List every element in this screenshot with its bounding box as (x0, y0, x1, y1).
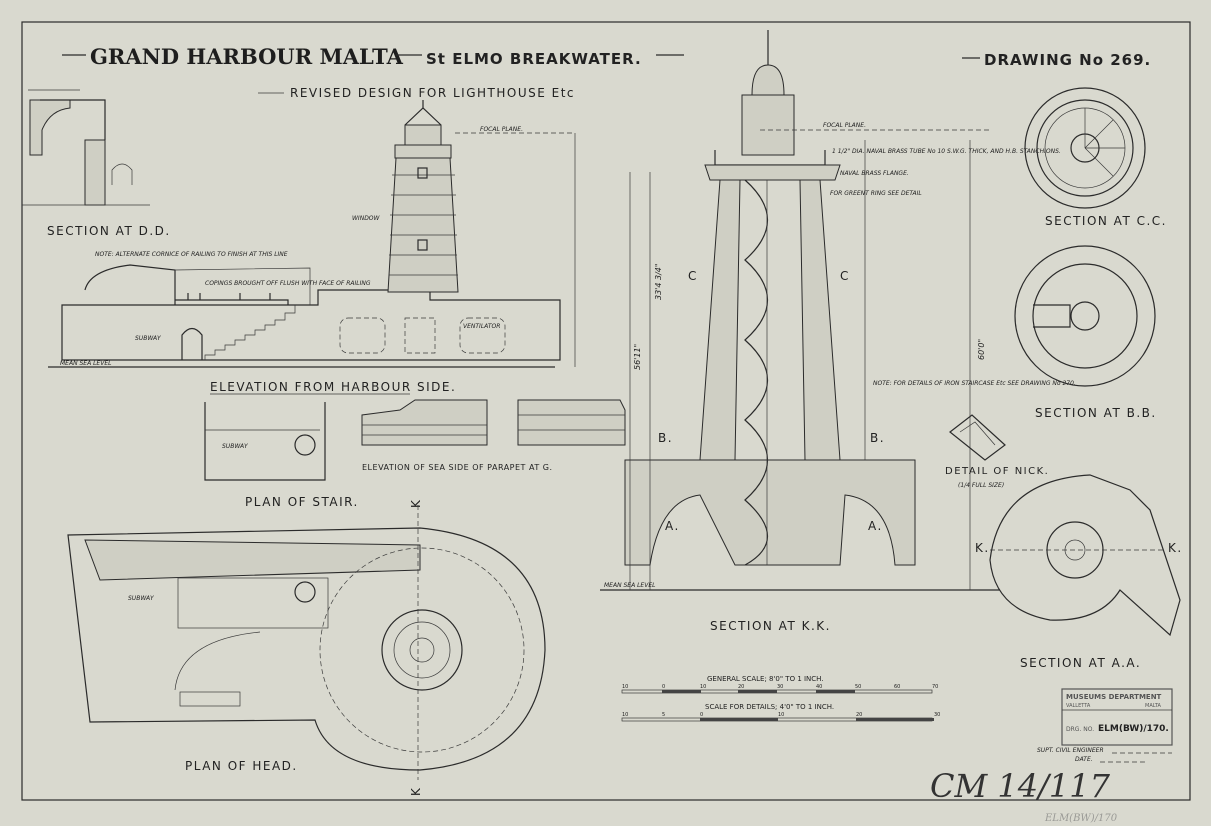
stamp-drg-value: ELM(BW)/170. (1098, 724, 1169, 734)
stamp-drg-label: DRG. NO. (1066, 726, 1094, 733)
label-subway: SUBWAY (135, 335, 162, 342)
title-block: GRAND HARBOUR MALTA St ELMO BREAKWATER. … (62, 44, 1151, 100)
label-mean-sea-level: MEAN SEA LEVEL (60, 360, 111, 367)
dim-56: 56'11" (633, 344, 642, 370)
section-dd: SECTION AT D.D. (22, 89, 171, 238)
plan-of-stair: SUBWAY PLAN OF STAIR. (204, 402, 359, 509)
caption-section-bb: SECTION AT B.B. (1035, 406, 1157, 420)
dim-33: 33'4 3/4" (654, 263, 663, 300)
general-tick: 40 (816, 684, 822, 690)
details-tick: 20 (856, 712, 862, 718)
caption-section-cc: SECTION AT C.C. (1045, 214, 1167, 228)
plan-of-head: SUBWAY K K PLAN OF HEAD. (67, 499, 546, 796)
scale-bars: GENERAL SCALE; 8'0" TO 1 INCH. SCALE FOR… (621, 675, 940, 722)
caption-section-dd: SECTION AT D.D. (47, 224, 171, 238)
mark-k-bottom: K (409, 787, 423, 796)
mark-k-top: K (409, 499, 423, 508)
elevation-harbour-side: FOCAL PLANE. WINDOW NOTE: ALTERNATE CORN… (48, 100, 576, 395)
detail-nick-scale: (1/4 FULL SIZE) (958, 482, 1004, 489)
section-bb: SECTION AT B.B. (1014, 245, 1157, 420)
details-scale-label: SCALE FOR DETAILS; 4'0" TO 1 INCH. (705, 703, 834, 711)
mark-b-right: B. (870, 431, 885, 445)
general-tick: 50 (855, 684, 861, 690)
caption-plan-stair: PLAN OF STAIR. (245, 495, 359, 509)
label-focal-plane: FOCAL PLANE. (480, 126, 523, 133)
stamp-country: MALTA (1145, 703, 1161, 709)
mark-b-left: B. (658, 431, 673, 445)
caption-section-kk: SECTION AT K.K. (710, 619, 831, 633)
stamp-city: VALLETTA (1066, 703, 1091, 709)
general-tick: 0 (662, 684, 665, 690)
caption-elevation-harbour: ELEVATION FROM HARBOUR SIDE. (210, 380, 456, 394)
general-tick: 70 (932, 684, 938, 690)
general-scale-label: GENERAL SCALE; 8'0" TO 1 INCH. (707, 675, 824, 683)
dim-60: 60'0" (977, 339, 986, 360)
parapet-elevation: ELEVATION OF SEA SIDE OF PARAPET AT G. (361, 399, 626, 472)
note-iron-staircase: NOTE: FOR DETAILS OF IRON STAIRCASE Etc … (873, 380, 1076, 387)
caption-parapet: ELEVATION OF SEA SIDE OF PARAPET AT G. (362, 463, 553, 472)
stamp-department: MUSEUMS DEPARTMENT (1066, 693, 1162, 701)
note-coping: COPINGS BROUGHT OFF FLUSH WITH FACE OF R… (205, 280, 371, 287)
handwritten-reference: CM 14/117 (930, 767, 1111, 805)
general-tick: 10 (700, 684, 706, 690)
note-cornice: NOTE: ALTERNATE CORNICE OF RAILING TO FI… (95, 251, 288, 258)
detail-of-nick: DETAIL OF NICK. (1/4 FULL SIZE) (945, 414, 1049, 489)
label-gravel-ring: FOR GREENT RING SEE DETAIL (830, 190, 922, 197)
label-mean-sea-level-kk: MEAN SEA LEVEL (604, 582, 655, 589)
pencil-reference: ELM(BW)/170 (1044, 813, 1118, 824)
general-tick: 10 (622, 684, 628, 690)
details-tick: 10 (622, 712, 628, 718)
general-tick: 30 (777, 684, 783, 690)
signoff-date: DATE. (1075, 756, 1093, 763)
mark-k-left-aa: K. (975, 541, 990, 555)
signoff-engineer: SUPT. CIVIL ENGINEER (1037, 747, 1104, 754)
mark-c-left: C (688, 269, 698, 283)
details-tick: 30 (934, 712, 940, 718)
section-kk: FOCAL PLANE. 1 1/2" DIA. NAVAL BRASS TUB… (600, 30, 1076, 633)
label-subway-head: SUBWAY (128, 595, 155, 602)
label-ventilator: VENTILATOR (463, 323, 500, 330)
caption-plan-head: PLAN OF HEAD. (185, 759, 298, 773)
drawing-border (21, 21, 1191, 801)
general-tick: 60 (894, 684, 900, 690)
label-naval-brass-flange: NAVAL BRASS FLANGE. (840, 170, 909, 177)
note-handrail: 1 1/2" DIA. NAVAL BRASS TUBE No 10 S.W.G… (832, 148, 1061, 155)
general-tick: 20 (738, 684, 744, 690)
museum-stamp: MUSEUMS DEPARTMENT VALLETTA MALTA DRG. N… (1037, 688, 1173, 763)
mark-a-right: A. (868, 519, 883, 533)
label-window: WINDOW (352, 215, 381, 222)
details-tick: 10 (778, 712, 784, 718)
details-tick: 0 (700, 712, 703, 718)
drawing-subtitle: St ELMO BREAKWATER. (426, 50, 642, 68)
caption-section-aa: SECTION AT A.A. (1020, 656, 1141, 670)
label-focal-plane-kk: FOCAL PLANE. (823, 122, 866, 129)
mark-c-right: C (840, 269, 850, 283)
mark-k-right-aa: K. (1168, 541, 1183, 555)
caption-detail-nick: DETAIL OF NICK. (945, 466, 1049, 477)
revised-design-heading: REVISED DESIGN FOR LIGHTHOUSE Etc (290, 86, 575, 100)
mark-a-left: A. (665, 519, 680, 533)
drawing-title: GRAND HARBOUR MALTA (90, 44, 404, 69)
section-cc: SECTION AT C.C. (1024, 87, 1167, 228)
label-subway-stair: SUBWAY (222, 443, 249, 450)
details-tick: 5 (662, 712, 665, 718)
drawing-number: DRAWING No 269. (984, 51, 1151, 69)
section-aa: K. K. SECTION AT A.A. (975, 474, 1183, 670)
